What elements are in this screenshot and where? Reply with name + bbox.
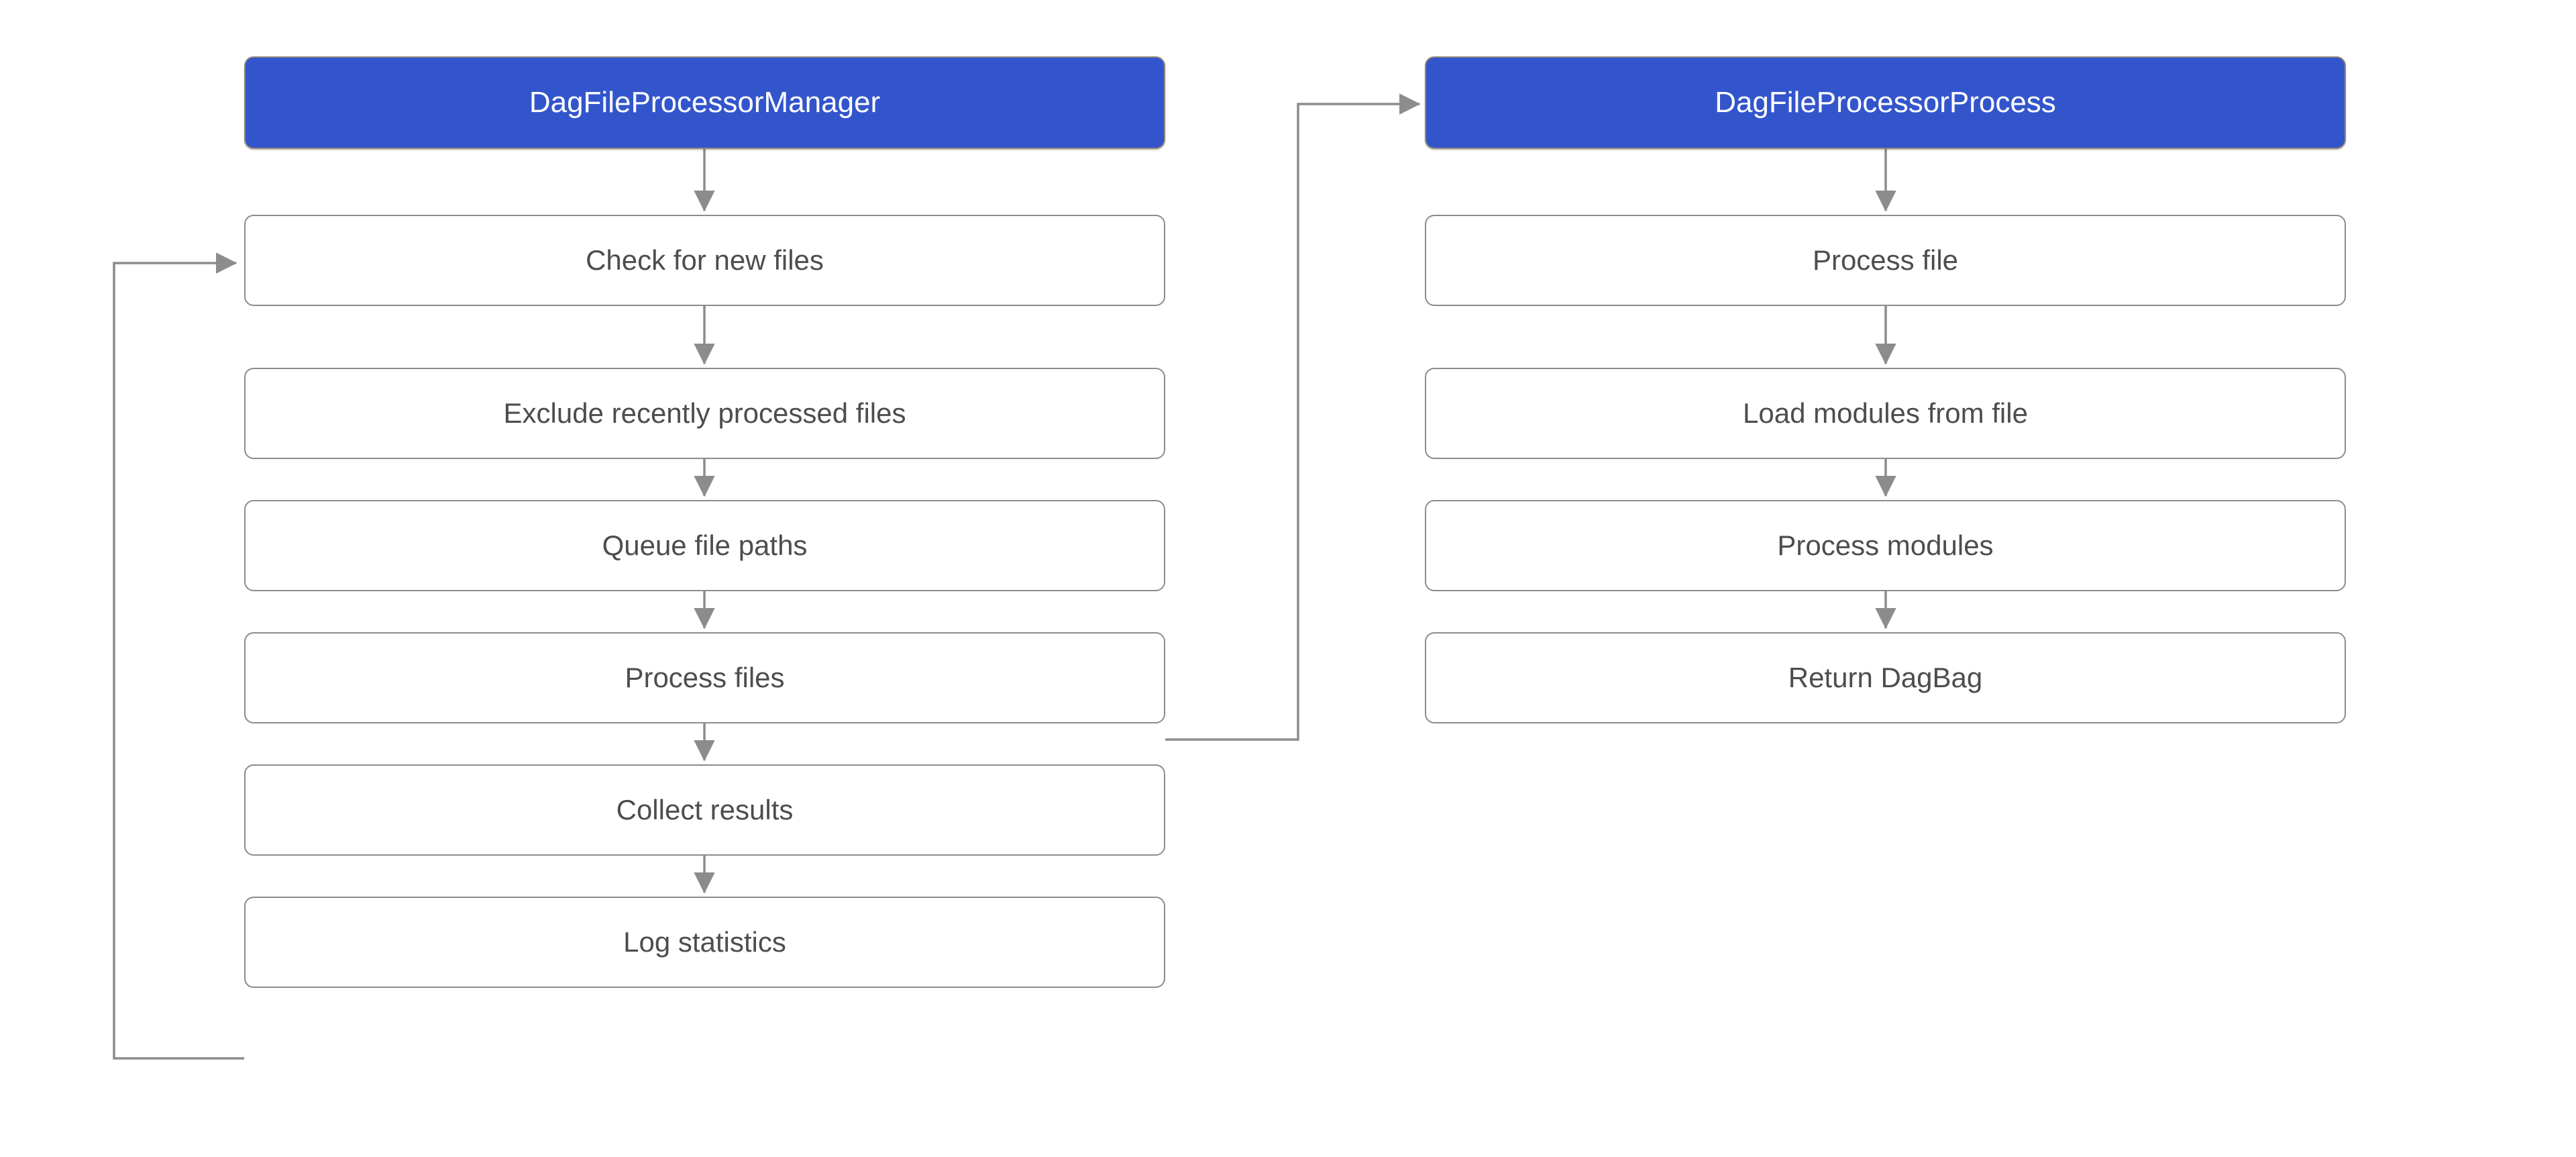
node-process-files[interactable]: Process files (244, 632, 1165, 723)
node-queue-file-paths[interactable]: Queue file paths (244, 500, 1165, 591)
node-dagfileprocessormanager[interactable]: DagFileProcessorManager (244, 56, 1165, 149)
node-collect-results[interactable]: Collect results (244, 764, 1165, 856)
node-return-dagbag[interactable]: Return DagBag (1425, 632, 2346, 723)
node-label: Log statistics (623, 925, 786, 958)
node-label: DagFileProcessorProcess (1715, 85, 2056, 119)
node-log-statistics[interactable]: Log statistics (244, 897, 1165, 988)
node-label: Exclude recently processed files (503, 397, 906, 429)
node-process-modules[interactable]: Process modules (1425, 500, 2346, 591)
node-load-modules-from-file[interactable]: Load modules from file (1425, 368, 2346, 459)
node-label: Process file (1812, 244, 1959, 276)
node-process-file[interactable]: Process file (1425, 215, 2346, 306)
edge-process-files-to-processor-process (1165, 93, 1421, 741)
node-label: Queue file paths (602, 529, 808, 561)
node-label: Collect results (616, 793, 794, 825)
node-label: Process modules (1777, 529, 1994, 561)
node-check-for-new-files[interactable]: Check for new files (244, 215, 1165, 306)
node-label: Process files (625, 661, 785, 693)
node-label: Return DagBag (1788, 661, 1983, 693)
node-exclude-recently-processed-files[interactable]: Exclude recently processed files (244, 368, 1165, 459)
node-label: Check for new files (586, 244, 824, 276)
node-label: Load modules from file (1743, 397, 2028, 429)
edge-log-loop-back (113, 252, 244, 1060)
node-label: DagFileProcessorManager (529, 85, 881, 119)
node-dagfileprocessorprocess[interactable]: DagFileProcessorProcess (1425, 56, 2346, 149)
